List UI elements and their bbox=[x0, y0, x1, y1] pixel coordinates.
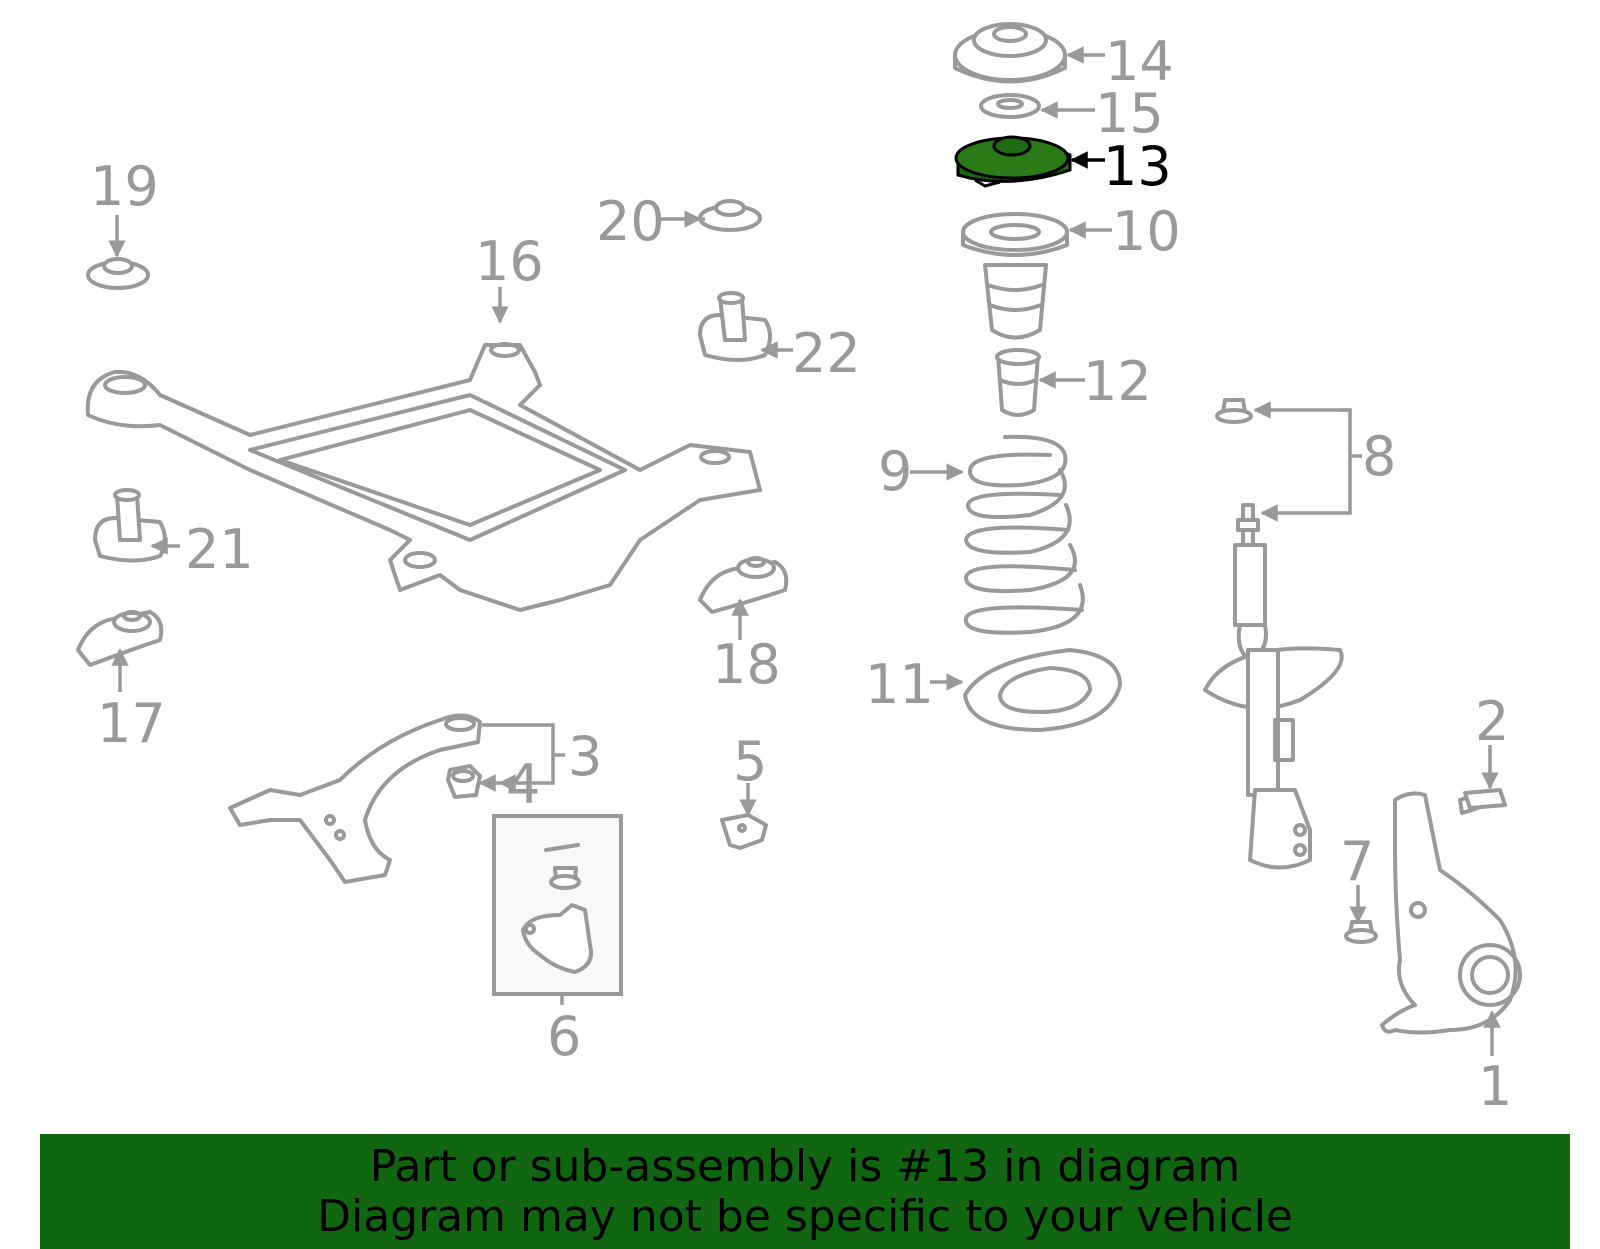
banner-line-2: Diagram may not be specific to your vehi… bbox=[317, 1191, 1293, 1242]
callout-2: 2 bbox=[1475, 690, 1509, 753]
part-6-ball-joint-kit[interactable] bbox=[492, 814, 623, 996]
callout-13: 13 bbox=[1103, 135, 1172, 198]
part-3-lower-control-arm[interactable] bbox=[228, 713, 482, 884]
callout-20: 20 bbox=[596, 190, 665, 253]
callout-16: 16 bbox=[475, 230, 544, 293]
callout-4: 4 bbox=[506, 753, 540, 816]
callout-17: 17 bbox=[97, 692, 166, 755]
part-1-steering-knuckle[interactable] bbox=[1380, 791, 1522, 1035]
part-14-strut-mount[interactable] bbox=[953, 22, 1067, 84]
part-16-crossmember-subframe[interactable] bbox=[85, 342, 762, 612]
callout-3: 3 bbox=[568, 725, 602, 788]
part-22-mount-bushing[interactable] bbox=[698, 291, 772, 362]
callout-21: 21 bbox=[185, 518, 254, 581]
callout-18: 18 bbox=[712, 633, 781, 696]
callout-11: 11 bbox=[865, 653, 934, 716]
part-8-nut[interactable] bbox=[1215, 398, 1253, 424]
part-17-mount-bracket[interactable] bbox=[76, 610, 164, 667]
part-19-mount-bushing[interactable] bbox=[86, 257, 150, 290]
leader-lines bbox=[108, 46, 1501, 1056]
part-13-upper-spring-seat[interactable] bbox=[954, 135, 1072, 188]
info-banner: Part or sub-assembly is #13 in diagram D… bbox=[40, 1134, 1570, 1249]
part-2-bolt[interactable] bbox=[1458, 788, 1507, 815]
part-11-lower-spring-insulator[interactable] bbox=[963, 648, 1122, 732]
callout-1: 1 bbox=[1478, 1055, 1512, 1118]
part-10-spring-insulator-boot[interactable] bbox=[961, 212, 1069, 340]
part-9-coil-spring[interactable] bbox=[963, 434, 1085, 635]
part-18-mount-bracket[interactable] bbox=[698, 556, 789, 614]
part-5-bracket[interactable] bbox=[720, 813, 768, 850]
callout-labels: 14 15 13 10 12 9 8 11 19 20 16 22 21 18 … bbox=[90, 30, 1512, 1118]
callout-6: 6 bbox=[547, 1005, 581, 1068]
callout-22: 22 bbox=[792, 322, 861, 385]
banner-line-1: Part or sub-assembly is #13 in diagram bbox=[369, 1141, 1241, 1192]
part-8-strut-assembly[interactable] bbox=[1203, 503, 1344, 870]
part-21-mount-bushing[interactable] bbox=[93, 488, 167, 563]
callout-15: 15 bbox=[1095, 82, 1164, 145]
part-20-mount-bushing[interactable] bbox=[698, 199, 762, 232]
part-12-bump-stop[interactable] bbox=[995, 348, 1041, 417]
callout-10: 10 bbox=[1112, 200, 1181, 263]
callout-14: 14 bbox=[1105, 30, 1174, 93]
callout-19: 19 bbox=[90, 155, 159, 218]
callout-8: 8 bbox=[1362, 425, 1396, 488]
part-7-nut[interactable] bbox=[1344, 920, 1378, 944]
callout-9: 9 bbox=[878, 440, 912, 503]
callout-12: 12 bbox=[1083, 350, 1152, 413]
callout-5: 5 bbox=[733, 730, 767, 793]
part-15-washer[interactable] bbox=[979, 93, 1041, 119]
callout-7: 7 bbox=[1340, 830, 1374, 893]
part-4-bushing[interactable] bbox=[446, 764, 482, 799]
